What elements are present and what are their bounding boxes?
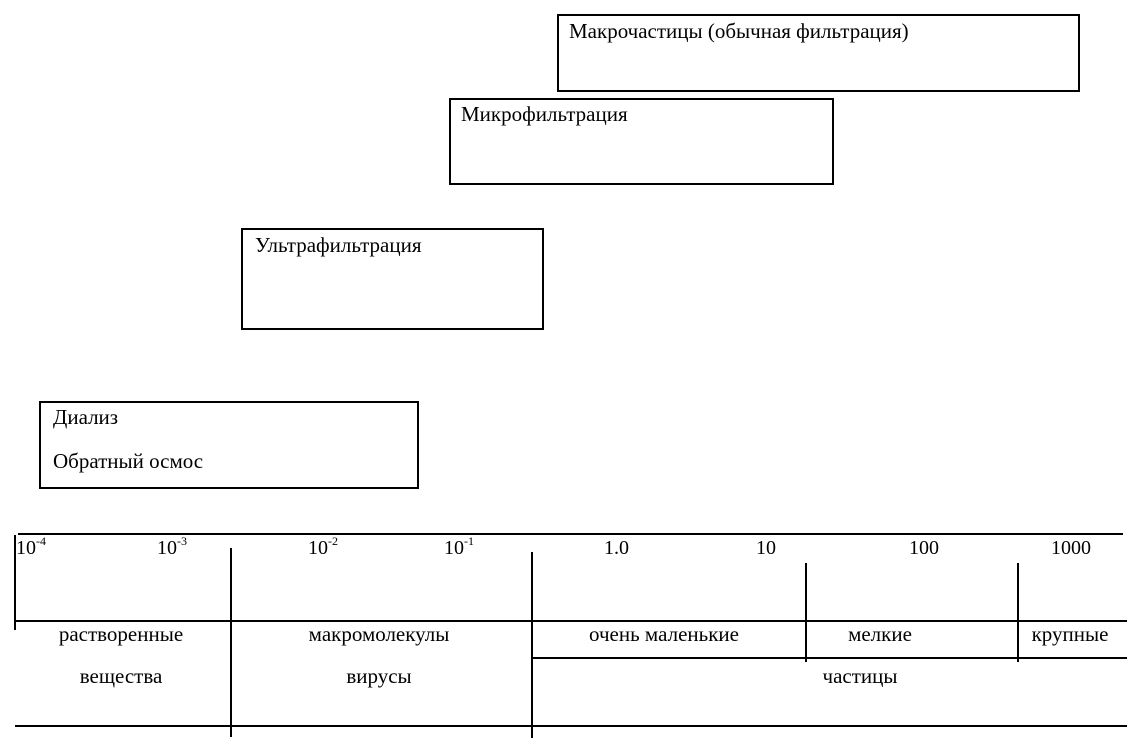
tick-base: 1000 <box>1051 537 1091 559</box>
category-very-small: очень маленькие <box>589 622 739 646</box>
particles-divider-line <box>533 657 1127 659</box>
tick-exponent: -4 <box>36 534 46 548</box>
divider-small-large <box>1017 563 1019 662</box>
tick-label-100: 100 <box>909 538 939 558</box>
microfiltration-label: Микрофильтрация <box>461 102 628 126</box>
tick-base: 100 <box>909 537 939 559</box>
tick-exponent: -2 <box>328 534 338 548</box>
scale-left-edge <box>14 535 16 630</box>
category-small: мелкие <box>848 622 912 646</box>
tick-exponent: -1 <box>464 534 474 548</box>
tick-base: 10 <box>16 537 36 559</box>
dialysis-label: Диализ <box>53 405 119 429</box>
divider-dissolved-macromolecules <box>230 548 232 737</box>
category-large: крупные <box>1031 622 1109 646</box>
tick-base: 1.0 <box>604 537 629 559</box>
category-dissolved-line1: растворенные <box>58 622 184 646</box>
category-macromolecules: макромолекулы <box>308 622 450 646</box>
tick-base: 10 <box>444 537 464 559</box>
category-particles: частицы <box>822 664 898 688</box>
category-dissolved-line2: вещества <box>79 664 163 688</box>
tick-label-1e-2: 10-2 <box>308 535 338 559</box>
tick-label-1e-3: 10-3 <box>157 535 187 559</box>
reverse-osmosis-label: Обратный осмос <box>53 449 204 473</box>
ultrafiltration-box <box>241 228 544 330</box>
tick-label-1e-1: 10-1 <box>444 535 474 559</box>
divider-very-small-small <box>805 563 807 662</box>
microfiltration-box <box>449 98 834 185</box>
scale-middle-line <box>15 620 1127 622</box>
scale-top-line <box>18 533 1123 535</box>
divider-macromolecules-particles <box>531 552 533 738</box>
tick-label-10: 10 <box>756 538 776 558</box>
scale-bottom-line <box>15 725 1127 727</box>
macroparticles-label: Макрочастицы (обычная фильтрация) <box>569 19 909 43</box>
tick-label-1000: 1000 <box>1051 538 1091 558</box>
macroparticles-box <box>557 14 1080 92</box>
tick-base: 10 <box>157 537 177 559</box>
tick-exponent: -3 <box>177 534 187 548</box>
tick-base: 10 <box>756 537 776 559</box>
tick-label-1e-4: 10-4 <box>16 535 46 559</box>
category-viruses: вирусы <box>346 664 412 688</box>
ultrafiltration-label: Ультрафильтрация <box>255 233 422 257</box>
tick-base: 10 <box>308 537 328 559</box>
tick-label-1: 1.0 <box>604 538 629 558</box>
dialysis-box <box>39 401 419 489</box>
